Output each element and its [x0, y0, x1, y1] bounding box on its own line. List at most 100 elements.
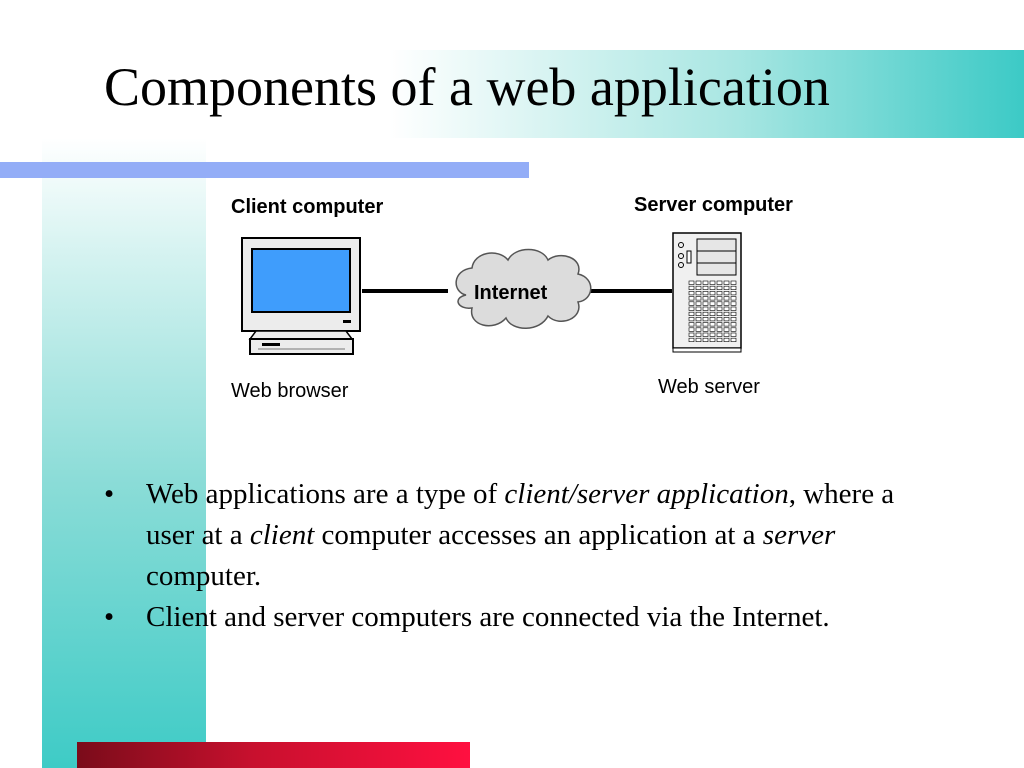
web-browser-caption: Web browser	[231, 380, 349, 402]
server-vent-slot	[730, 306, 737, 311]
bullet-item: Web applications are a type of client/se…	[104, 474, 944, 597]
server-vent-slot	[695, 301, 702, 306]
server-vent-slot	[723, 285, 730, 291]
bullet-text: computer accesses an application at a	[314, 519, 763, 551]
server-vent-slot	[695, 291, 702, 296]
server-vent-slot	[709, 327, 716, 332]
server-vent-slot	[723, 327, 730, 332]
server-vent-slot	[709, 322, 716, 327]
server-vent-slot	[695, 306, 702, 311]
server-vent-slot	[730, 317, 737, 322]
server-vent-slot	[695, 317, 702, 322]
bullet-text: computer.	[146, 560, 262, 592]
server-vent-slot	[695, 337, 702, 343]
server-vent-slot	[709, 311, 716, 317]
server-vent-slot	[709, 306, 716, 311]
bullet-emphasis-text: client	[249, 519, 315, 551]
server-vent-slot	[723, 332, 730, 337]
server-vent-slot	[688, 301, 695, 306]
server-vent-slot	[730, 285, 737, 291]
server-vent-slot	[695, 296, 702, 301]
server-vent-slot	[716, 322, 723, 327]
blue-rule	[0, 162, 529, 178]
server-vent-slot	[730, 311, 737, 317]
server-vent-slot	[730, 332, 737, 337]
server-vent-slot	[695, 327, 702, 332]
server-vent-slot	[688, 296, 695, 301]
server-vent-slot	[688, 322, 695, 327]
server-vent-slot	[730, 296, 737, 301]
server-vent-slot	[688, 327, 695, 332]
server-vent-slot	[702, 301, 709, 306]
server-vent-slot	[709, 285, 716, 291]
server-vent-slot	[716, 280, 723, 285]
bullet-emphasis-text: server	[762, 519, 836, 551]
server-vent-slot	[688, 317, 695, 322]
server-vent-slot	[716, 285, 723, 291]
server-vent-slot	[702, 285, 709, 291]
server-vent-slot	[716, 306, 723, 311]
server-vent-slot	[730, 291, 737, 296]
server-vent-slot	[716, 332, 723, 337]
server-vent-slot	[709, 317, 716, 322]
server-vent-slot	[702, 306, 709, 311]
server-vent-slot	[723, 296, 730, 301]
server-vent-slot	[730, 327, 737, 332]
server-vent-slot	[716, 301, 723, 306]
slide-title: Components of a web application	[104, 57, 830, 117]
server-vent-slot	[723, 322, 730, 327]
server-vent-slot	[716, 317, 723, 322]
server-vent-slot	[709, 337, 716, 343]
server-vent-slot	[709, 280, 716, 285]
server-vent-slot	[709, 291, 716, 296]
server-vent-slot	[723, 306, 730, 311]
server-computer-label: Server computer	[634, 194, 793, 216]
server-vent-slot	[702, 311, 709, 317]
server-vent-slot	[695, 280, 702, 285]
server-vent-slot	[688, 306, 695, 311]
server-vent-slot	[716, 337, 723, 343]
server-vent-slot	[730, 322, 737, 327]
server-vent-slot	[723, 301, 730, 306]
internet-label: Internet	[474, 282, 548, 304]
server-vent-slot	[723, 337, 730, 343]
server-vent-slot	[702, 327, 709, 332]
server-vent-slot	[723, 317, 730, 322]
server-vent-slot	[702, 337, 709, 343]
client-computer-icon	[241, 237, 361, 355]
server-vent-slot	[709, 332, 716, 337]
server-vent-slot	[730, 301, 737, 306]
bullet-text: , where a user at a	[146, 478, 895, 551]
server-vent-slot	[730, 337, 737, 343]
server-vent-slot	[716, 327, 723, 332]
title-gradient-band	[0, 50, 1024, 138]
server-vent-slot	[730, 280, 737, 285]
server-vent-slot	[702, 291, 709, 296]
server-vent-slot	[688, 291, 695, 296]
server-vent-slot	[688, 337, 695, 343]
bullet-emphasis-text: client/server application	[504, 478, 789, 510]
left-gradient-band	[42, 138, 206, 768]
server-vent-slot	[688, 332, 695, 337]
server-vent-slot	[688, 285, 695, 291]
server-computer-icon	[672, 232, 742, 353]
server-vent-slot	[688, 280, 695, 285]
server-vent-slot	[702, 317, 709, 322]
server-vent-slot	[716, 296, 723, 301]
server-vent-slot	[723, 311, 730, 317]
server-vent-slot	[702, 296, 709, 301]
web-server-caption: Web server	[658, 376, 760, 398]
server-vent-slot	[716, 311, 723, 317]
internet-cloud-icon	[455, 248, 592, 329]
server-vent-slot	[695, 332, 702, 337]
server-vent-slot	[702, 280, 709, 285]
server-vent-slot	[709, 296, 716, 301]
server-vent-slot	[702, 322, 709, 327]
server-vent-slot	[695, 322, 702, 327]
server-vent-slot	[688, 311, 695, 317]
bullet-text: Client and server computers are connecte…	[146, 601, 830, 633]
server-vent-slot	[723, 280, 730, 285]
server-vent-slot	[695, 311, 702, 317]
server-vent-slot	[709, 301, 716, 306]
server-vent-slot	[702, 332, 709, 337]
